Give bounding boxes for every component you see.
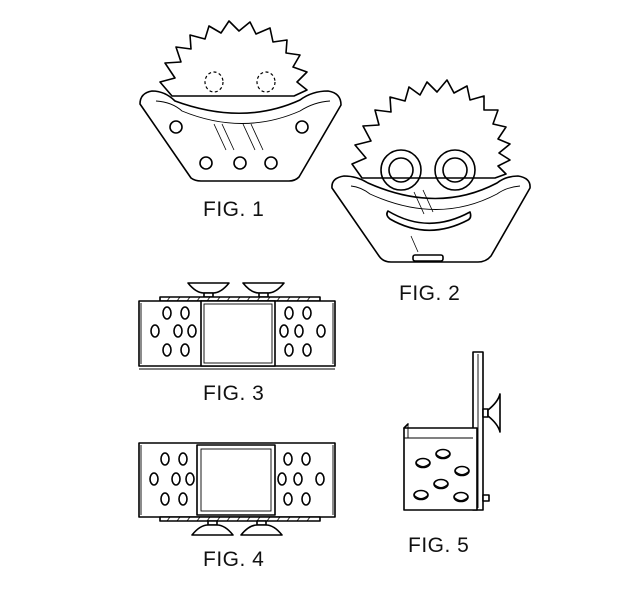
fig-4-drawing — [138, 442, 336, 536]
fig-3-suction-cup — [187, 282, 230, 294]
fig-3-right-holes — [279, 306, 326, 357]
fig-5-label: FIG. 5 — [408, 534, 470, 557]
fig-1-hole — [233, 156, 247, 170]
fig-1-eye-right — [256, 71, 276, 93]
fig-4-right-holes — [277, 452, 325, 506]
fig-1-spiky-head — [159, 20, 308, 97]
fig-2-base-body — [331, 175, 531, 263]
fig-4-left-holes — [149, 452, 195, 506]
fig-2-drawing — [331, 79, 531, 263]
fig-2-base-tab — [412, 254, 444, 262]
fig-5-drawing — [403, 351, 501, 511]
fig-1-hole — [295, 120, 309, 134]
fig-1-label: FIG. 1 — [203, 198, 265, 221]
fig-2-label: FIG. 2 — [399, 282, 461, 305]
fig-1-hole — [264, 156, 278, 170]
fig-5-suction-cup — [487, 393, 501, 433]
fig-3-label: FIG. 3 — [203, 382, 265, 405]
fig-1-base-body — [139, 90, 342, 182]
fig-1-hole — [199, 156, 213, 170]
fig-1-drawing — [139, 20, 342, 182]
fig-2-smile — [386, 210, 472, 232]
fig-5-tray-holes — [413, 448, 470, 503]
fig-2-eye-left — [380, 149, 422, 191]
fig-3-suction-cup — [242, 282, 285, 294]
fig-4-label: FIG. 4 — [203, 548, 265, 571]
fig-4-window — [196, 444, 276, 516]
fig-3-window — [200, 300, 276, 367]
fig-3-drawing — [138, 282, 336, 370]
fig-4-suction-cup — [240, 524, 283, 536]
fig-1-eye-left — [204, 71, 224, 93]
fig-2-spiky-head — [351, 79, 511, 179]
fig-1-hole — [169, 120, 183, 134]
fig-2-eye-right — [434, 149, 476, 191]
fig-4-suction-cup — [191, 524, 234, 536]
fig-3-left-holes — [150, 306, 197, 357]
